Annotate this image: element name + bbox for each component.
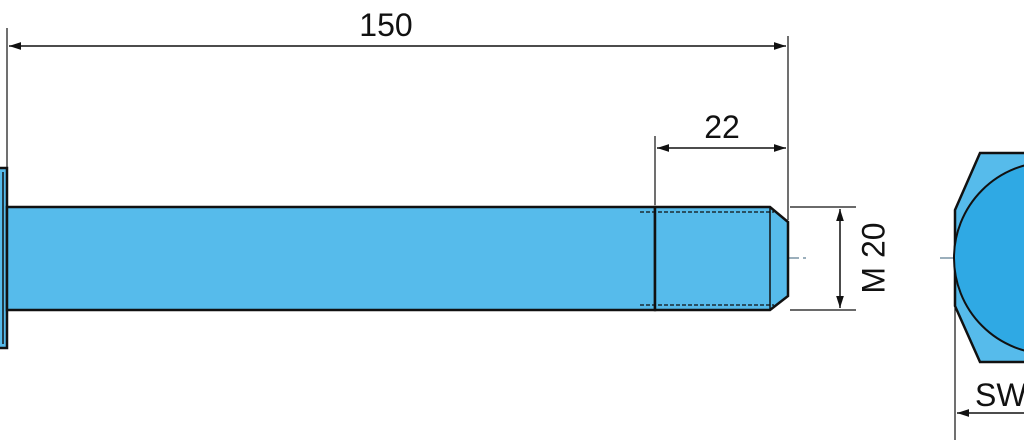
- wrench-size-label: SW: [975, 377, 1024, 413]
- thread-diameter-label: M 20: [855, 222, 891, 293]
- hex-head-bearing-circle: [953, 164, 1024, 352]
- hex-head-end-view: SW: [953, 151, 1024, 440]
- bolt-shank: [5, 205, 657, 312]
- thread-length-label: 22: [704, 109, 740, 145]
- bolt-thread: [640, 205, 790, 312]
- overall-length-label: 150: [359, 7, 412, 43]
